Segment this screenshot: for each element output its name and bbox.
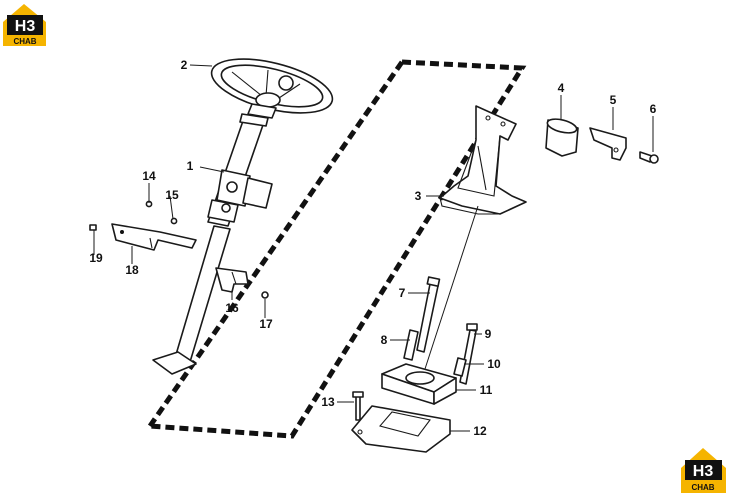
bolt-6	[639, 151, 659, 164]
part-label-13: 13	[321, 395, 335, 409]
clamp-5	[589, 127, 627, 161]
bolt-13	[352, 391, 364, 421]
part-label-14: 14	[142, 169, 156, 183]
part-label-11: 11	[480, 383, 493, 397]
part-label-16: 16	[225, 301, 239, 315]
support-stand	[439, 105, 527, 215]
assembly-axis	[423, 205, 479, 373]
part-label-18: 18	[125, 263, 139, 277]
sleeve-10	[453, 357, 467, 377]
part-label-6: 6	[650, 102, 657, 116]
logo-bottom-mark: H3	[693, 463, 714, 480]
part-label-7: 7	[399, 286, 406, 300]
part-label-15: 15	[165, 188, 179, 202]
sleeve-8	[403, 329, 419, 361]
steering-column	[152, 113, 273, 375]
part-label-19: 19	[89, 251, 103, 265]
logo-bottom-word: CHAB	[691, 483, 714, 492]
steering-wheel	[210, 58, 334, 119]
mount-bracket-18	[111, 223, 197, 251]
part-label-12: 12	[473, 424, 487, 438]
logo-top-word: CHAB	[13, 37, 36, 46]
part-label-2: 2	[181, 58, 188, 72]
part-labels: 1 2 3 4 5 6 7 8 9 10 11 12 13 14 15 16 1…	[89, 58, 656, 438]
brand-logo-bottom: H3 CHAB	[681, 448, 726, 493]
leader-lines	[93, 64, 654, 432]
logo-top-mark: H3	[15, 18, 36, 35]
mount-bracket-16	[215, 267, 249, 293]
base-block-11	[381, 363, 457, 405]
assembly-boundary	[149, 59, 527, 439]
part-label-10: 10	[487, 357, 501, 371]
clamp-4	[545, 118, 579, 157]
part-label-5: 5	[610, 93, 617, 107]
part-label-8: 8	[381, 333, 388, 347]
part-label-3: 3	[415, 189, 422, 203]
part-label-17: 17	[259, 317, 273, 331]
brand-logo-top: H3 CHAB	[3, 4, 46, 46]
mount-plate-12	[351, 405, 451, 453]
part-label-1: 1	[187, 159, 194, 173]
part-label-9: 9	[485, 327, 492, 341]
part-label-4: 4	[558, 81, 565, 95]
fasteners-left	[89, 200, 269, 299]
bolt-7	[416, 276, 441, 353]
